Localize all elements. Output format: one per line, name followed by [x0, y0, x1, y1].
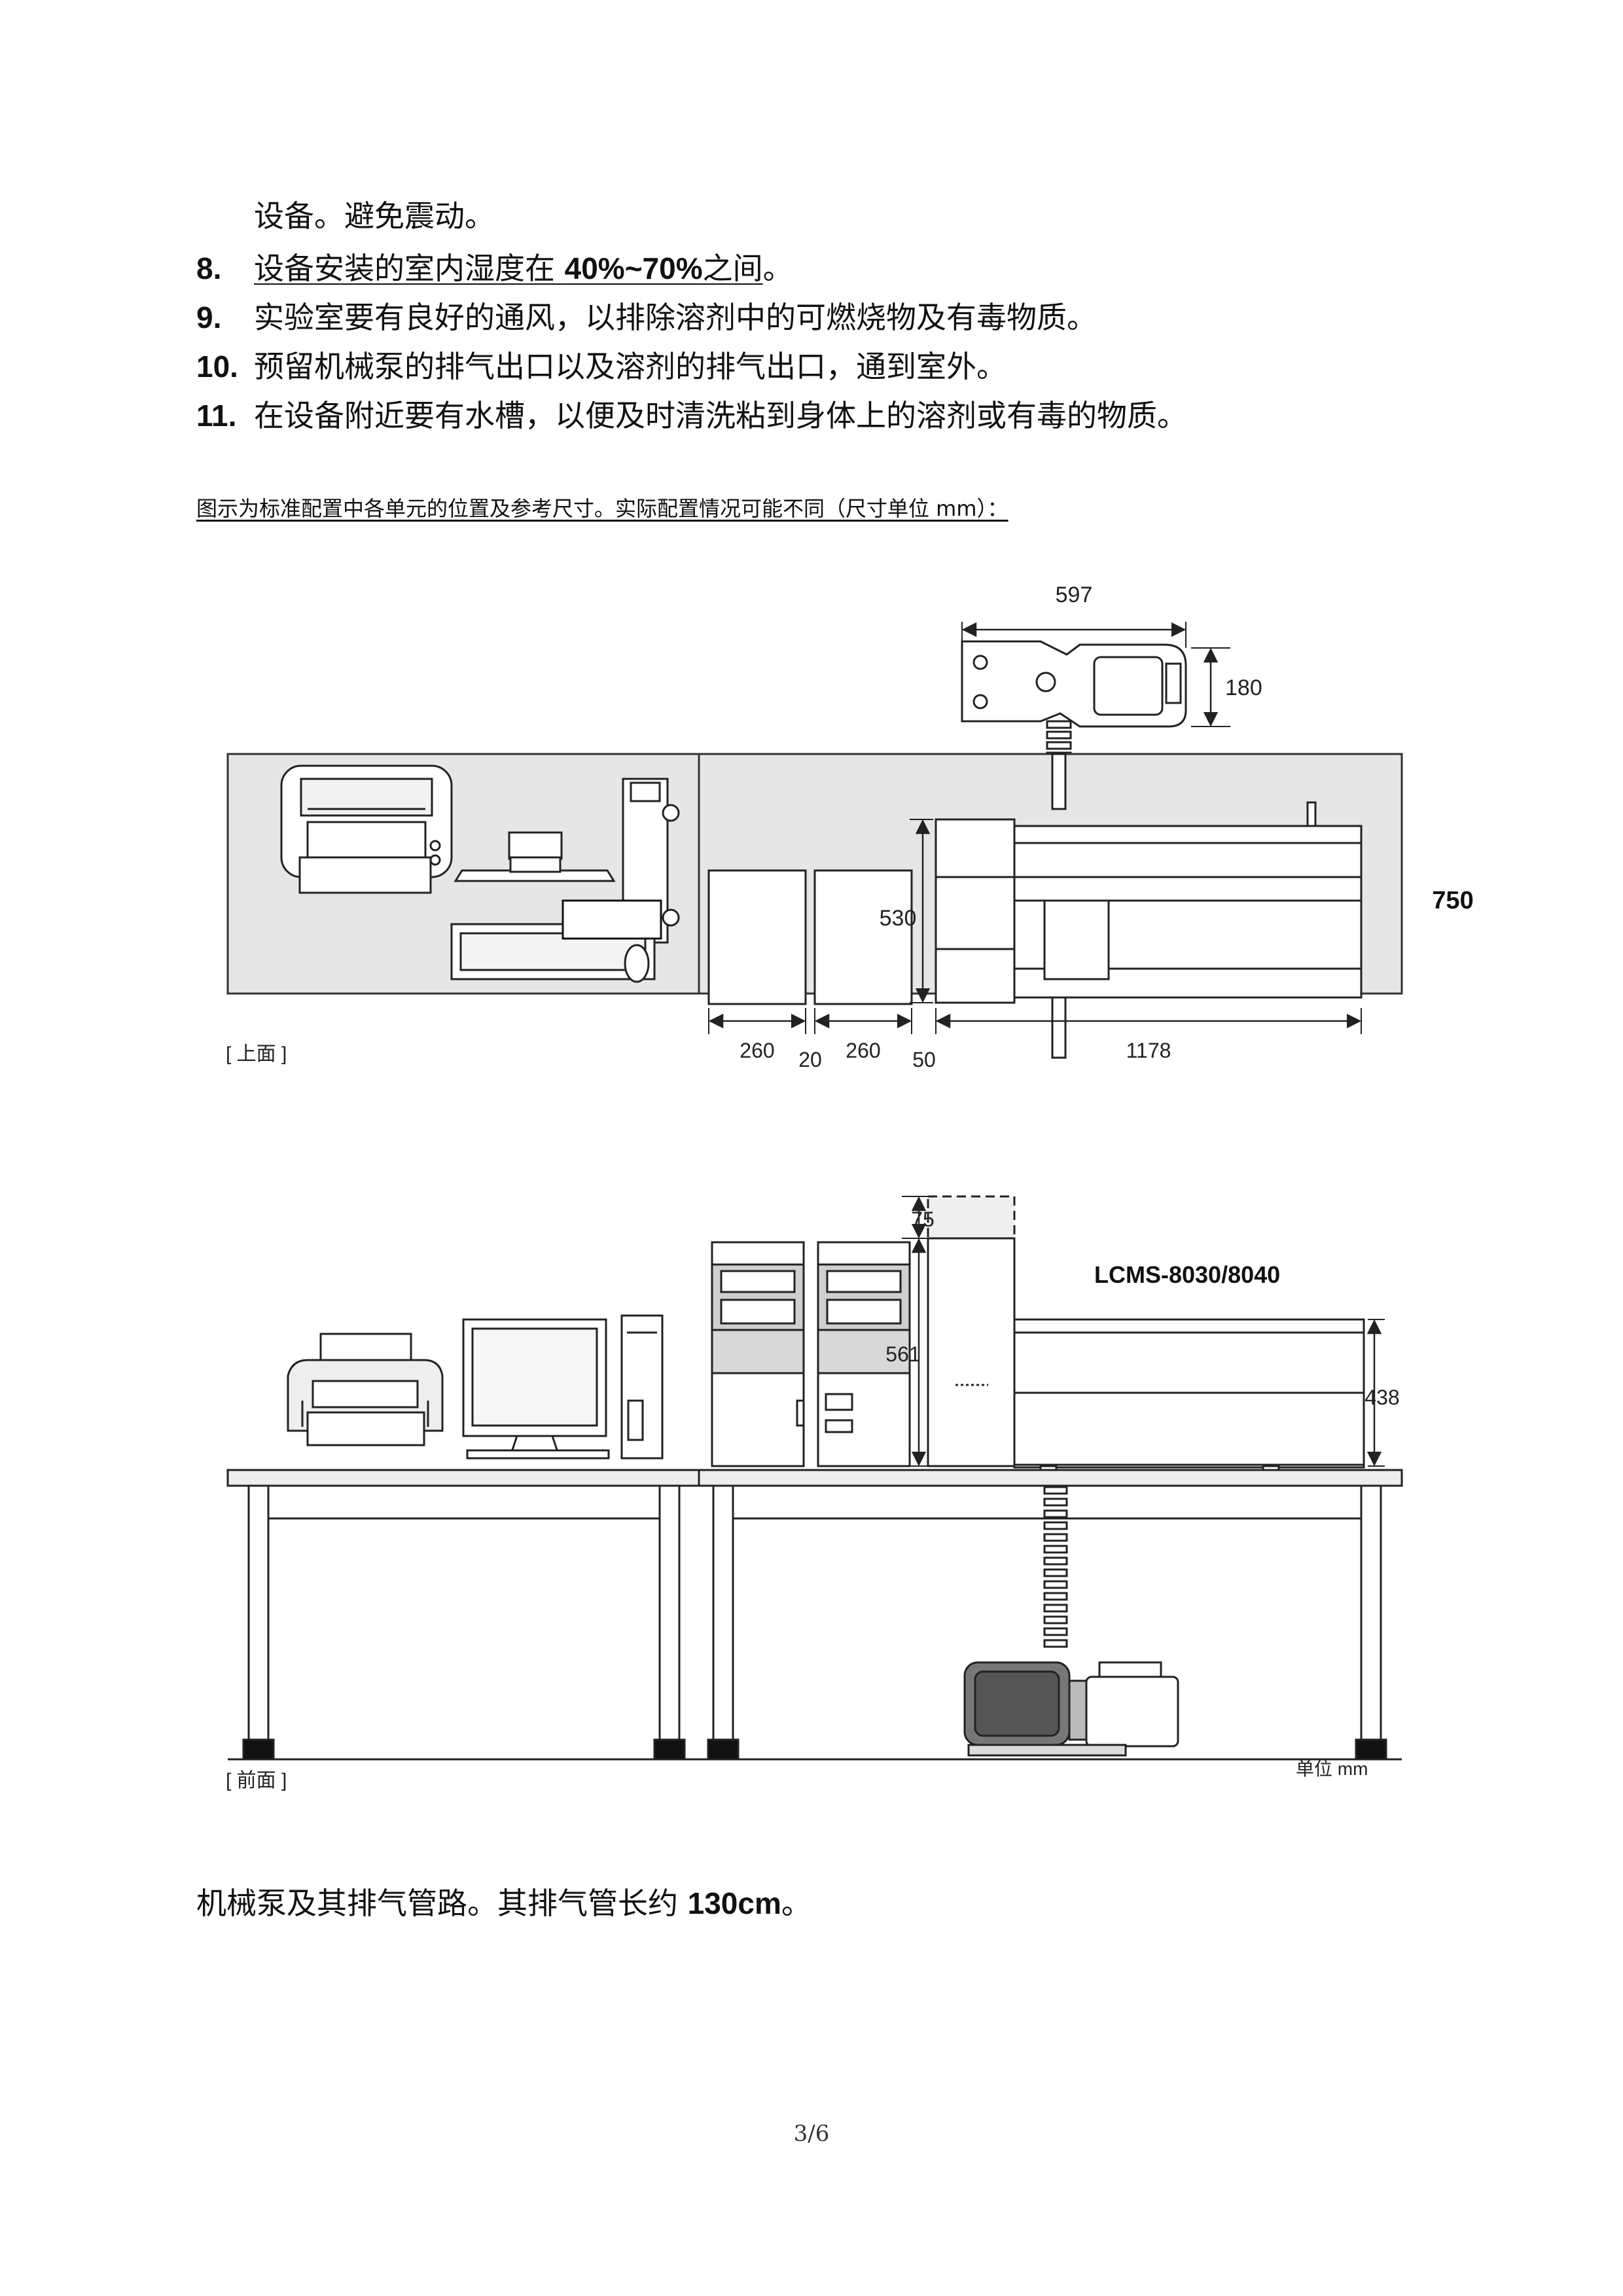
- list-item: 10. 预留机械泵的排气出口以及溶剂的排气出口，通到室外。: [196, 347, 1007, 386]
- hplc-stack-2: [817, 1241, 911, 1467]
- page-number: 3/6: [793, 2121, 830, 2147]
- item-text: 在设备附近要有水槽，以便及时清洗粘到身体上的溶剂或有毒的物质。: [254, 398, 1187, 433]
- dim-gap1: 20: [798, 1048, 822, 1071]
- intro-line: 设备。避免震动。: [196, 196, 495, 236]
- hplc-unit-top-1: [707, 869, 807, 1005]
- table-front: [226, 1469, 1403, 1761]
- model-label: LCMS-8030/8040: [1094, 1261, 1280, 1288]
- exhaust-hose-front: [1043, 1486, 1068, 1648]
- top-view: 597 180: [226, 583, 1474, 1071]
- unit-note: 单位 mm: [1296, 1759, 1368, 1779]
- list-item: 8.设备安装的室内湿度在 40%~70%之间。: [196, 249, 793, 288]
- ms-unit-top: [935, 801, 1363, 1004]
- dim-ms-height: 438: [1364, 1386, 1399, 1409]
- ms-top-clearance: [927, 1195, 1016, 1240]
- vacuum-pump-top: [961, 640, 1187, 728]
- intro-text: 设备。避免震动。: [254, 198, 495, 234]
- hplc-unit-top-2: [813, 869, 913, 1005]
- dim-w1: 260: [740, 1039, 774, 1062]
- dim-w2: 260: [846, 1039, 880, 1062]
- pump-note: 机械泵及其排气管路。其排气管长约 130cm。: [196, 1886, 812, 1921]
- printer-front: [287, 1333, 444, 1446]
- ms-unit-front: [927, 1237, 1365, 1474]
- item-number: 8.: [196, 251, 222, 285]
- redaction-box: [562, 899, 662, 940]
- monitor-front: [462, 1314, 664, 1460]
- dim-gap2: 50: [912, 1048, 936, 1071]
- item-underlined-text: 设备安装的室内湿度在 40%~70%之间: [254, 251, 763, 286]
- item-number: 9.: [196, 300, 222, 334]
- item-text: 预留机械泵的排气出口以及溶剂的排气出口，通到室外。: [254, 349, 1007, 384]
- keyboard-top: [450, 923, 656, 983]
- front-view: LCMS-8030/8040 75 561 438: [226, 1195, 1403, 1791]
- printer-top: [280, 764, 453, 894]
- list-item: 9. 实验室要有良好的通风，以排除溶剂中的可燃烧物及有毒物质。: [196, 298, 1097, 337]
- layout-diagram: 597 180: [226, 583, 1474, 1791]
- hplc-stack-1: [711, 1241, 805, 1467]
- figure-caption: 图示为标准配置中各单元的位置及参考尺寸。实际配置情况可能不同（尺寸单位 mm）：: [196, 496, 1008, 521]
- item-number: 10.: [196, 350, 238, 384]
- front-view-label: [ 前面 ]: [226, 1770, 287, 1791]
- vacuum-pump-front: [963, 1661, 1179, 1757]
- dim-depth: 750: [1432, 887, 1473, 914]
- dim-ms-width: 1178: [1126, 1039, 1171, 1062]
- dim-top-clear: 75: [911, 1208, 935, 1231]
- dim-unit-height: 530: [880, 906, 917, 931]
- dim-pump-width: 597: [1056, 583, 1093, 607]
- item-number: 11.: [196, 399, 237, 433]
- dim-stack-height: 561: [885, 1342, 920, 1366]
- list-item: 11. 在设备附近要有水槽，以便及时清洗粘到身体上的溶剂或有毒的物质。: [196, 396, 1187, 435]
- top-view-label: [ 上面 ]: [226, 1043, 287, 1065]
- dim-pump-depth: 180: [1225, 675, 1262, 700]
- item-text: 实验室要有良好的通风，以排除溶剂中的可燃烧物及有毒物质。: [254, 300, 1097, 335]
